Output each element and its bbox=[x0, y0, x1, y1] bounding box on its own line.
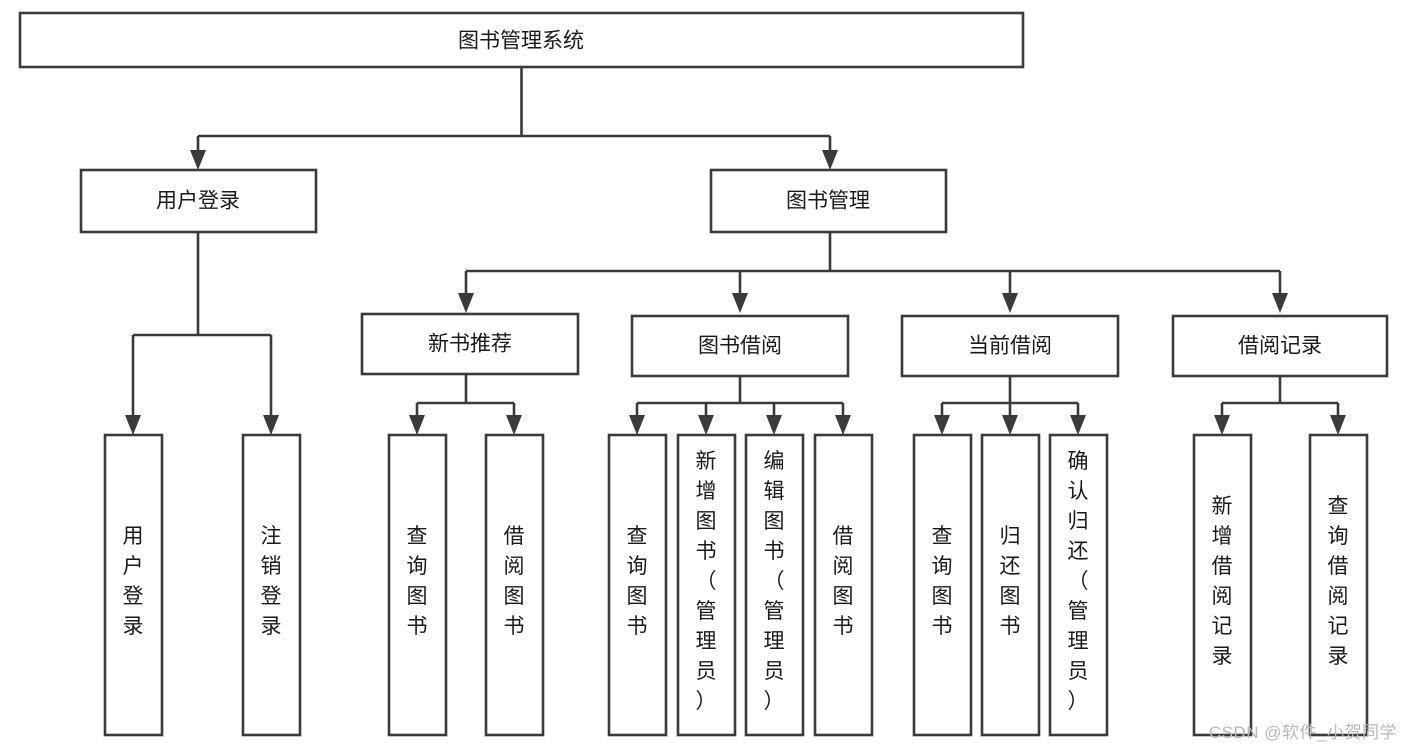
arrow-to-book-borrow bbox=[732, 293, 748, 313]
connector-layer bbox=[125, 67, 1346, 435]
leaf-add-record-box[interactable] bbox=[1192, 433, 1253, 737]
arrow-to-leaf-query-book-3 bbox=[934, 415, 950, 435]
arrow-to-current-borrow bbox=[1002, 293, 1018, 313]
leaf-user-login-box[interactable] bbox=[103, 433, 164, 737]
arrow-to-leaf-query-book-1 bbox=[409, 415, 425, 435]
leaf-edit-book[interactable]: 编辑图书（管理员） bbox=[744, 433, 805, 737]
arrow-to-leaf-query-book-2 bbox=[629, 415, 645, 435]
leaf-confirm-return[interactable]: 确认归还（管理员） bbox=[1048, 433, 1109, 737]
node-book-borrow-label: 图书借阅 bbox=[698, 335, 782, 358]
arrow-to-leaf-borrow-book-2 bbox=[835, 415, 851, 435]
leaf-borrow-book-2[interactable]: 借阅图书 bbox=[813, 433, 874, 737]
leaf-add-book[interactable]: 新增图书（管理员） bbox=[676, 433, 737, 737]
arrow-to-leaf-query-record bbox=[1330, 415, 1346, 435]
node-book-borrow-box[interactable] bbox=[630, 314, 850, 378]
node-current-borrow[interactable]: 当前借阅 bbox=[900, 314, 1120, 378]
arrow-to-leaf-return-book bbox=[1002, 415, 1018, 435]
leaf-user-login-label: 用户登录 bbox=[123, 525, 144, 638]
leaf-query-book-3[interactable]: 查询图书 bbox=[912, 433, 973, 737]
node-current-borrow-box[interactable] bbox=[900, 314, 1120, 378]
node-borrow-record-label: 借阅记录 bbox=[1238, 335, 1322, 358]
leaf-borrow-book-2-label: 借阅图书 bbox=[833, 525, 854, 638]
leaf-return-book-label: 归还图书 bbox=[1000, 525, 1021, 638]
leaf-add-record-label: 新增借阅记录 bbox=[1212, 495, 1233, 668]
node-root[interactable]: 图书管理系统 bbox=[18, 11, 1025, 69]
node-new-book-rec-label: 新书推荐 bbox=[428, 333, 512, 356]
node-user-login-label: 用户登录 bbox=[156, 190, 240, 213]
arrow-to-user-login bbox=[190, 150, 206, 170]
leaf-add-record[interactable]: 新增借阅记录 bbox=[1192, 433, 1253, 737]
leaf-confirm-return-box[interactable] bbox=[1048, 433, 1109, 737]
arrow-to-leaf-user-login bbox=[125, 415, 141, 435]
node-current-borrow-label: 当前借阅 bbox=[968, 335, 1052, 358]
node-book-manage-label: 图书管理 bbox=[786, 190, 870, 213]
node-root-label: 图书管理系统 bbox=[458, 30, 584, 53]
arrow-to-book-manage bbox=[822, 150, 838, 170]
leaf-query-record[interactable]: 查询借阅记录 bbox=[1308, 433, 1369, 737]
leaf-logout-box[interactable] bbox=[241, 433, 302, 737]
arrow-to-leaf-confirm-return bbox=[1070, 415, 1086, 435]
leaf-edit-book-label: 编辑图书（管理员） bbox=[764, 450, 785, 713]
leaf-logout-label: 注销登录 bbox=[261, 525, 282, 638]
node-borrow-record[interactable]: 借阅记录 bbox=[1171, 314, 1389, 378]
leaf-query-book-3-box[interactable] bbox=[912, 433, 973, 737]
leaf-logout[interactable]: 注销登录 bbox=[241, 433, 302, 737]
leaf-borrow-book-1[interactable]: 借阅图书 bbox=[484, 433, 545, 737]
arrow-to-borrow-record bbox=[1272, 293, 1288, 313]
arrow-to-leaf-edit-book bbox=[766, 415, 782, 435]
node-new-book-rec[interactable]: 新书推荐 bbox=[360, 312, 580, 376]
csdn-watermark: CSDN @软件_小贺同学 bbox=[1208, 723, 1397, 742]
arrow-to-leaf-logout bbox=[263, 415, 279, 435]
node-user-login-box[interactable] bbox=[79, 168, 318, 234]
arrow-to-new-book-rec bbox=[458, 293, 474, 313]
node-root-box[interactable] bbox=[18, 11, 1025, 69]
leaf-query-book-2[interactable]: 查询图书 bbox=[607, 433, 668, 737]
leaf-add-book-label: 新增图书（管理员） bbox=[696, 450, 717, 713]
leaf-query-book-2-box[interactable] bbox=[607, 433, 668, 737]
arrow-to-leaf-borrow-book-1 bbox=[506, 415, 522, 435]
node-book-borrow[interactable]: 图书借阅 bbox=[630, 314, 850, 378]
arrow-to-leaf-add-book bbox=[698, 415, 714, 435]
node-user-login[interactable]: 用户登录 bbox=[79, 168, 318, 234]
leaf-query-book-1-label: 查询图书 bbox=[407, 525, 428, 638]
node-new-book-rec-box[interactable] bbox=[360, 312, 580, 376]
node-book-manage[interactable]: 图书管理 bbox=[709, 168, 948, 234]
leaf-query-book-2-label: 查询图书 bbox=[627, 525, 648, 638]
node-borrow-record-box[interactable] bbox=[1171, 314, 1389, 378]
leaf-query-book-3-label: 查询图书 bbox=[932, 525, 953, 638]
leaf-borrow-book-2-box[interactable] bbox=[813, 433, 874, 737]
arrow-to-leaf-add-record bbox=[1214, 415, 1230, 435]
node-book-manage-box[interactable] bbox=[709, 168, 948, 234]
leaf-borrow-book-1-label: 借阅图书 bbox=[504, 525, 525, 638]
leaf-confirm-return-label: 确认归还（管理员） bbox=[1068, 450, 1089, 713]
leaf-return-book[interactable]: 归还图书 bbox=[980, 433, 1041, 737]
leaf-return-book-box[interactable] bbox=[980, 433, 1041, 737]
leaf-query-record-label: 查询借阅记录 bbox=[1328, 495, 1349, 668]
leaf-query-book-1-box[interactable] bbox=[387, 433, 448, 737]
leaf-query-record-box[interactable] bbox=[1308, 433, 1369, 737]
leaf-edit-book-box[interactable] bbox=[744, 433, 805, 737]
leaf-add-book-box[interactable] bbox=[676, 433, 737, 737]
leaf-borrow-book-1-box[interactable] bbox=[484, 433, 545, 737]
leaf-user-login[interactable]: 用户登录 bbox=[103, 433, 164, 737]
leaf-query-book-1[interactable]: 查询图书 bbox=[387, 433, 448, 737]
